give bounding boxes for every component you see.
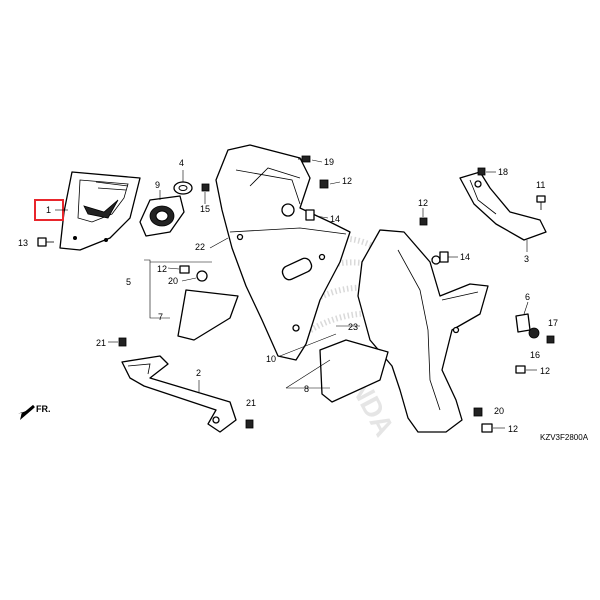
callout-20-left[interactable]: 20	[168, 276, 178, 286]
front-arrow-icon	[18, 404, 35, 420]
callout-6[interactable]: 6	[525, 292, 530, 302]
part-15-screw[interactable]	[201, 183, 210, 192]
callout-23[interactable]: 23	[348, 322, 358, 332]
callout-13[interactable]: 13	[18, 238, 28, 248]
part-12-bolt[interactable]	[319, 179, 329, 189]
callout-21-lower[interactable]: 21	[246, 398, 256, 408]
part-21-bolt-lower[interactable]	[245, 419, 254, 429]
part-14-clip-right[interactable]	[439, 251, 449, 263]
callout-9[interactable]: 9	[155, 180, 160, 190]
callout-17[interactable]: 17	[548, 318, 558, 328]
part-8-lower-panel[interactable]	[319, 339, 389, 403]
part-12-bolt-mid[interactable]	[419, 217, 428, 226]
callout-5[interactable]: 5	[126, 277, 131, 287]
callout-16[interactable]: 16	[530, 350, 540, 360]
callout-14-upper[interactable]: 14	[330, 214, 340, 224]
direction-label: FR.	[36, 404, 51, 414]
part-1-front-cover[interactable]	[59, 171, 141, 251]
callout-14-right[interactable]: 14	[460, 252, 470, 262]
callout-12-bottom[interactable]: 12	[508, 424, 518, 434]
callout-7[interactable]: 7	[158, 312, 163, 322]
part-12-bolt-left[interactable]	[179, 265, 190, 274]
callout-12-left[interactable]: 12	[157, 264, 167, 274]
part-12-bolt-bottom[interactable]	[481, 423, 493, 433]
part-20-washer[interactable]	[473, 407, 483, 417]
callout-3[interactable]: 3	[524, 254, 529, 264]
part-19-clip[interactable]	[298, 155, 311, 163]
part-12-bolt-right[interactable]	[515, 365, 526, 374]
callout-10[interactable]: 10	[266, 354, 276, 364]
screw-hole-icon	[104, 238, 108, 242]
callout-15[interactable]: 15	[200, 204, 210, 214]
part-18-screw[interactable]	[477, 167, 486, 176]
callout-12-right[interactable]: 12	[540, 366, 550, 376]
part-9-bracket[interactable]	[139, 195, 185, 237]
part-2-stay-bracket[interactable]	[121, 355, 237, 433]
callout-18[interactable]: 18	[498, 167, 508, 177]
part-6-clip[interactable]	[515, 313, 531, 333]
part-4-grommet[interactable]	[173, 181, 193, 195]
callout-20-right[interactable]: 20	[494, 406, 504, 416]
drawing-code: KZV3F2800A	[540, 433, 589, 442]
callout-22[interactable]: 22	[195, 242, 205, 252]
part-16-nut[interactable]	[528, 327, 540, 339]
part-21-bolt-upper[interactable]	[118, 337, 127, 347]
callout-19[interactable]: 19	[324, 157, 334, 167]
callout-12-upper[interactable]: 12	[342, 176, 352, 186]
part-14-clip[interactable]	[305, 209, 315, 221]
part-10-front-lower-cover[interactable]	[357, 229, 489, 433]
callout-11[interactable]: 11	[536, 180, 545, 190]
part-3-bracket[interactable]	[459, 171, 547, 241]
part-17-screw[interactable]	[546, 335, 555, 344]
callout-8[interactable]: 8	[304, 384, 309, 394]
callout-12-mid[interactable]: 12	[418, 198, 428, 208]
group-leader-lines	[144, 237, 360, 389]
part-11-screw[interactable]	[536, 195, 546, 210]
callout-4[interactable]: 4	[179, 158, 184, 168]
part-20-washer-left[interactable]	[196, 270, 208, 282]
callout-2[interactable]: 2	[196, 368, 201, 378]
screw-hole-icon	[73, 236, 77, 240]
part-7-side-panel[interactable]	[177, 289, 239, 341]
part-10-inner-cover[interactable]	[215, 144, 351, 361]
callout-1[interactable]: 1	[46, 205, 51, 215]
callout-21-upper[interactable]: 21	[96, 338, 106, 348]
part-13-screw[interactable]	[37, 237, 54, 247]
